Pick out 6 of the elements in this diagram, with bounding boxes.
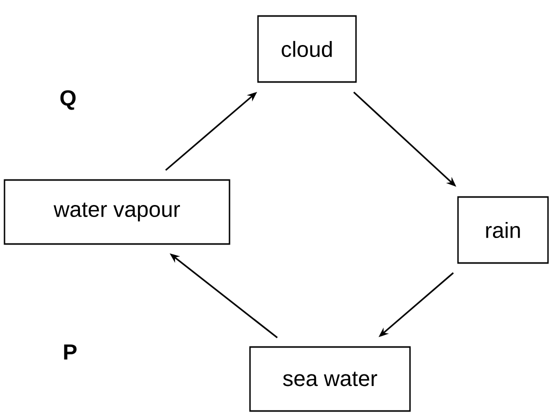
process-box: water vapour bbox=[4, 179, 230, 245]
process-box: rain bbox=[457, 196, 549, 264]
stage-label: Q bbox=[60, 90, 76, 110]
process-box: cloud bbox=[257, 15, 357, 83]
process-box: sea water bbox=[249, 346, 411, 412]
stage-label: P bbox=[64, 344, 77, 360]
